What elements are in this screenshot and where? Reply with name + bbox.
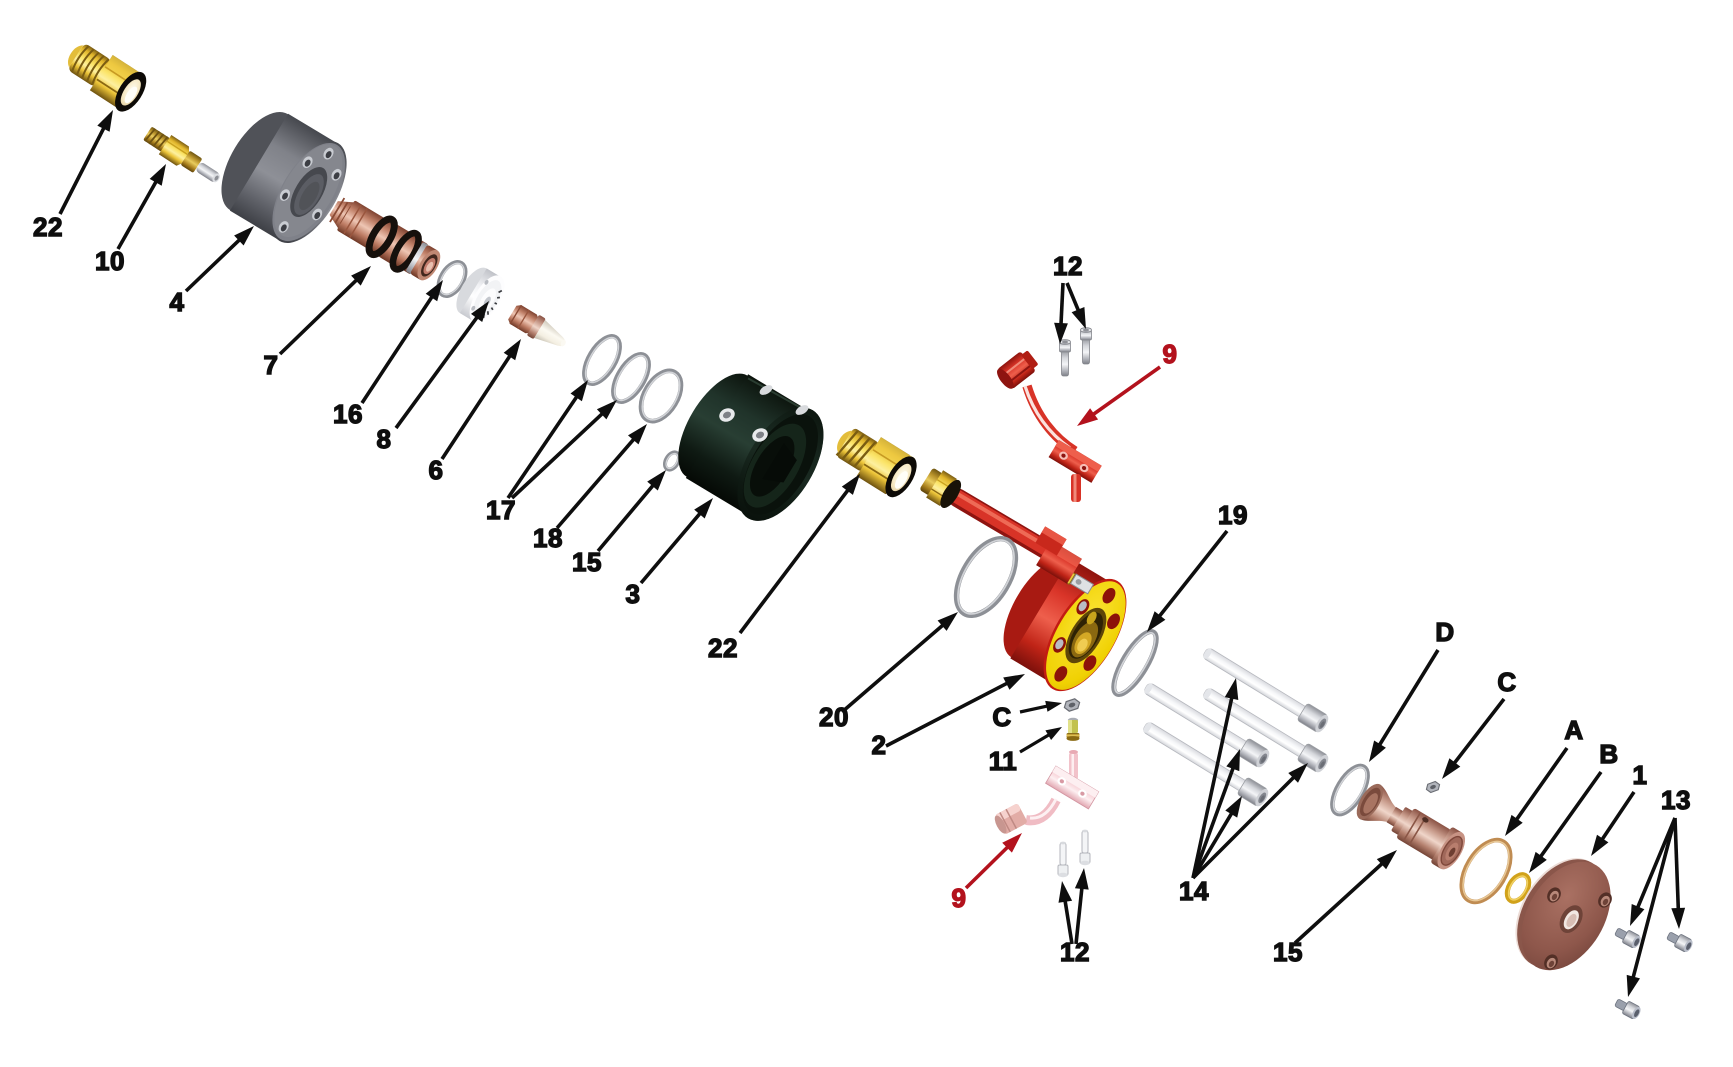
svg-text:A: A <box>1564 715 1583 745</box>
svg-text:17: 17 <box>486 495 516 525</box>
svg-text:15: 15 <box>1273 937 1303 967</box>
svg-text:20: 20 <box>819 702 849 732</box>
svg-text:11: 11 <box>989 746 1018 776</box>
svg-text:1: 1 <box>1633 760 1648 790</box>
svg-text:22: 22 <box>33 212 63 242</box>
svg-text:12: 12 <box>1053 251 1083 281</box>
svg-text:2: 2 <box>872 730 887 760</box>
svg-text:B: B <box>1599 739 1618 769</box>
svg-text:6: 6 <box>429 455 444 485</box>
svg-text:C: C <box>992 702 1011 732</box>
svg-text:15: 15 <box>572 547 602 577</box>
svg-text:18: 18 <box>533 523 563 553</box>
svg-text:16: 16 <box>333 399 363 429</box>
svg-text:12: 12 <box>1060 937 1090 967</box>
svg-text:D: D <box>1435 617 1454 647</box>
svg-text:3: 3 <box>626 579 641 609</box>
svg-text:10: 10 <box>95 246 125 276</box>
svg-text:8: 8 <box>377 424 392 454</box>
svg-text:19: 19 <box>1218 500 1248 530</box>
svg-text:7: 7 <box>264 350 279 380</box>
svg-text:13: 13 <box>1661 785 1691 815</box>
svg-text:9: 9 <box>952 883 967 913</box>
svg-text:4: 4 <box>170 287 185 317</box>
svg-text:C: C <box>1497 667 1516 697</box>
svg-text:22: 22 <box>708 633 738 663</box>
svg-text:9: 9 <box>1163 339 1178 369</box>
svg-text:14: 14 <box>1179 876 1209 906</box>
